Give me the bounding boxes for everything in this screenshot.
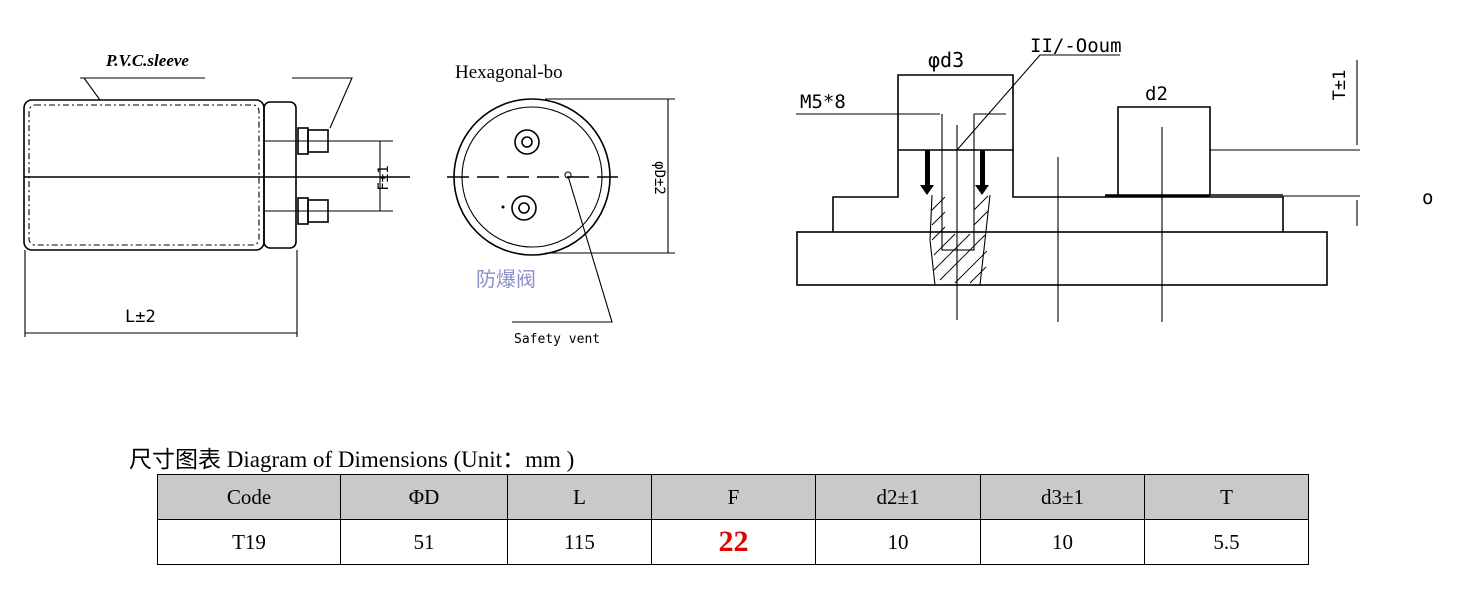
depth-label: II/-Ooum: [1030, 35, 1122, 57]
cell-f: 22: [651, 519, 816, 565]
cell-length: 115: [507, 519, 652, 565]
d2-label: d2: [1145, 83, 1168, 105]
t-dimension-label: T±1: [1330, 70, 1350, 101]
safety-vent-label: Safety vent: [514, 332, 600, 347]
f-dimension-label: F±1: [376, 165, 392, 190]
l-dimension-label: L±2: [125, 307, 156, 327]
table-header-row: Code ΦD L F d2±1 d3±1 T: [157, 474, 1309, 520]
cell-d2: 10: [815, 519, 981, 565]
header-f: F: [651, 474, 816, 520]
hexagonal-bolt-label: Hexagonal-bo: [455, 62, 563, 83]
header-code: Code: [157, 474, 341, 520]
thread-label: M5*8: [800, 91, 846, 113]
side-view-drawing: P.V.C.sleeve F±1 L±2: [23, 51, 410, 337]
cell-t: 5.5: [1144, 519, 1309, 565]
d3-label: φd3: [928, 48, 964, 72]
header-length: L: [507, 474, 652, 520]
cell-diameter: 51: [340, 519, 508, 565]
header-diameter: ΦD: [340, 474, 508, 520]
terminal-section-drawing: φd3 M5*8 II/-Ooum d2 T±1 o: [796, 35, 1433, 322]
table-row: T19 51 115 22 10 10 5.5: [157, 519, 1309, 565]
cell-code: T19: [157, 519, 341, 565]
header-d2: d2±1: [815, 474, 981, 520]
pvc-sleeve-label: P.V.C.sleeve: [105, 51, 189, 70]
header-t: T: [1144, 474, 1309, 520]
dimension-drawings: P.V.C.sleeve F±1 L±2 Hexagonal-bo φD±2 防…: [23, 35, 1433, 347]
dimensions-table: Code ΦD L F d2±1 d3±1 T T19 51 115 22 10…: [157, 474, 1309, 565]
vent-cn-label: 防爆阀: [476, 267, 536, 291]
header-d3: d3±1: [980, 474, 1145, 520]
cell-d3: 10: [980, 519, 1145, 565]
diameter-dimension-label: φD±2: [651, 161, 667, 195]
o-mark: o: [1422, 187, 1433, 209]
top-view-drawing: Hexagonal-bo φD±2 防爆阀 Safety vent: [447, 62, 675, 347]
table-title: 尺寸图表 Diagram of Dimensions (Unit：mm ): [129, 447, 575, 472]
